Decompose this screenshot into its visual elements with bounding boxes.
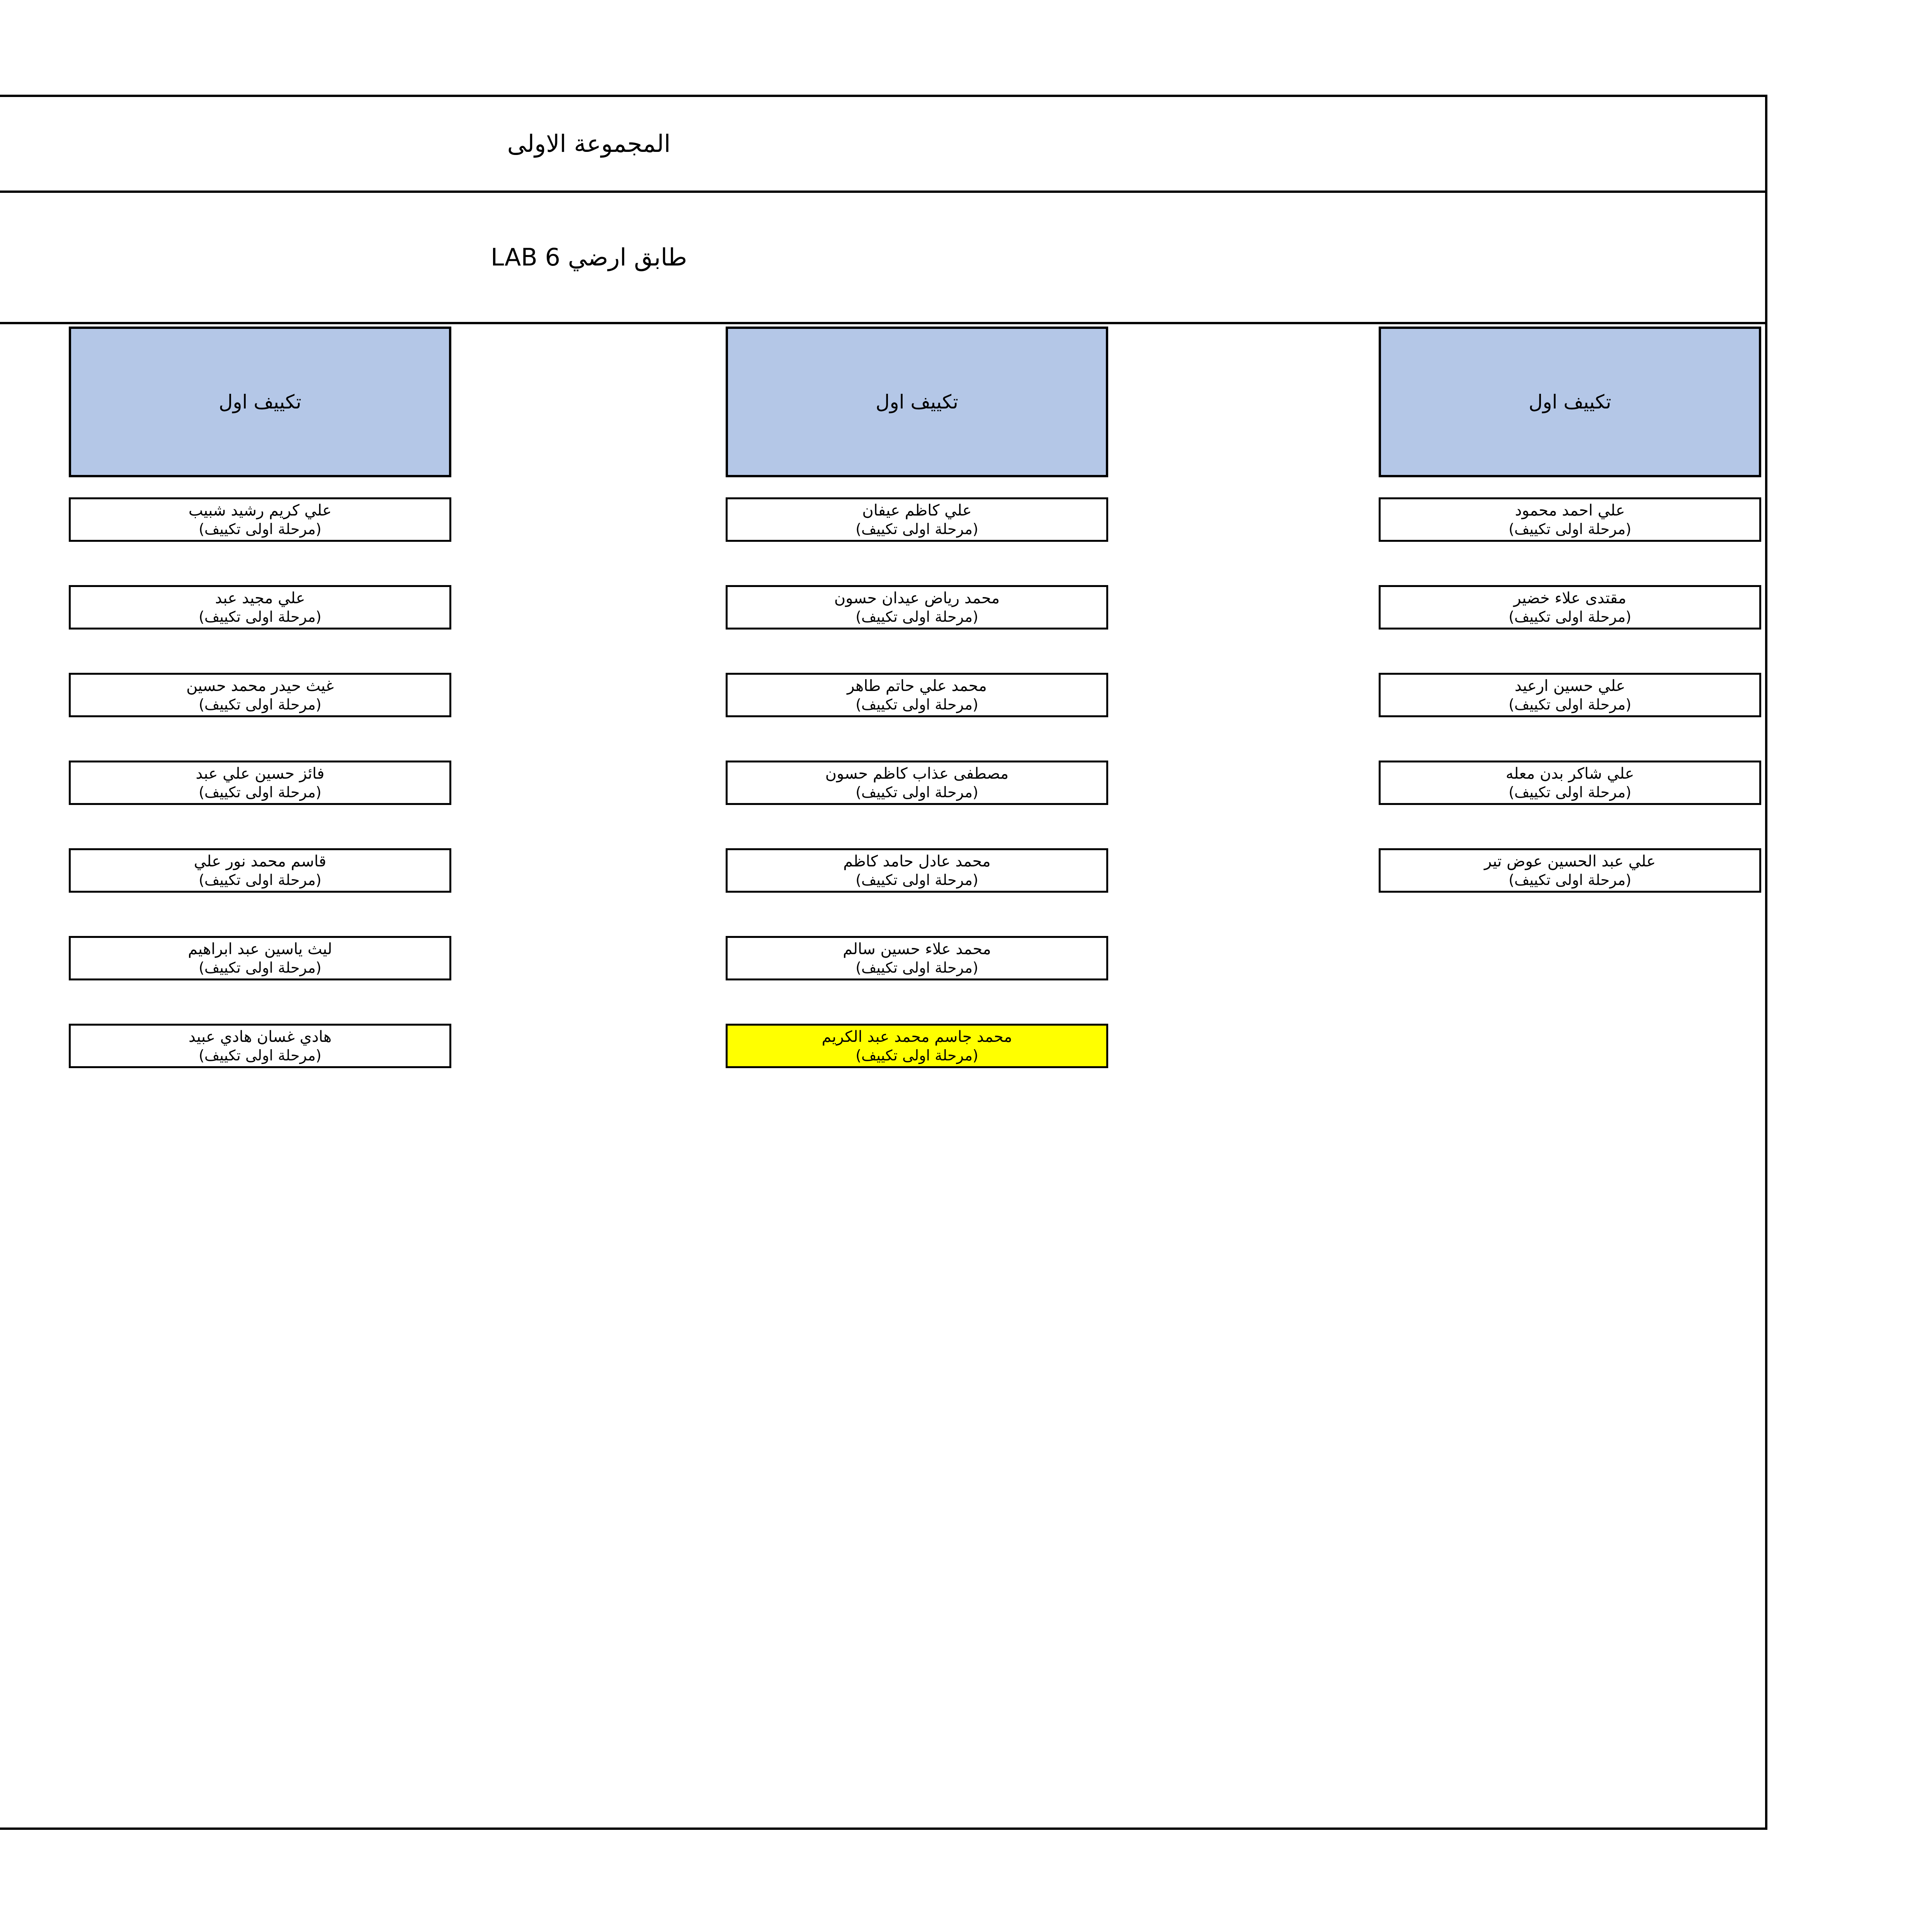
- student-name: محمد علاء حسين سالم: [843, 940, 991, 958]
- student-stage: (مرحلة اولى تكييف): [855, 783, 978, 801]
- student-name: غيث حيدر محمد حسين: [186, 677, 334, 695]
- student-slot: علي مجيد عبد(مرحلة اولى تكييف): [69, 585, 451, 673]
- column-header-gap: [726, 477, 1108, 497]
- student-card[interactable]: مقتدى علاء خضير(مرحلة اولى تكييف): [1379, 585, 1761, 630]
- ac-column-header-label: تكييف اول: [876, 390, 958, 413]
- student-card[interactable]: علي كريم رشيد شبيب(مرحلة اولى تكييف): [69, 497, 451, 542]
- student-name: قاسم محمد نور علي: [194, 852, 327, 870]
- student-name: محمد عادل حامد كاظم: [843, 852, 991, 870]
- student-name: محمد علي حاتم طاهر: [847, 677, 987, 695]
- page-subtitle: طابق ارضي LAB 6: [490, 243, 687, 271]
- student-slot: فائز حسين علي عبد(مرحلة اولى تكييف): [69, 761, 451, 848]
- column-header-gap: [1379, 477, 1761, 497]
- student-card[interactable]: محمد رياض عيدان حسون(مرحلة اولى تكييف): [726, 585, 1108, 630]
- student-slot: مقتدى علاء خضير(مرحلة اولى تكييف): [1379, 585, 1761, 673]
- student-card[interactable]: ليث ياسين عبد ابراهيم(مرحلة اولى تكييف): [69, 936, 451, 980]
- column-header-gap: [69, 477, 451, 497]
- student-stage: (مرحلة اولى تكييف): [199, 871, 321, 888]
- student-card[interactable]: علي عبد الحسين عوض تير(مرحلة اولى تكييف): [1379, 848, 1761, 893]
- student-stage: (مرحلة اولى تكييف): [1509, 783, 1631, 801]
- student-stage: (مرحلة اولى تكييف): [855, 959, 978, 976]
- student-name: علي شاكر بدن معله: [1505, 764, 1634, 783]
- student-stage: (مرحلة اولى تكييف): [199, 783, 321, 801]
- student-card[interactable]: علي شاكر بدن معله(مرحلة اولى تكييف): [1379, 761, 1761, 805]
- student-stage: (مرحلة اولى تكييف): [1509, 520, 1631, 538]
- student-stage: (مرحلة اولى تكييف): [855, 871, 978, 888]
- student-stage: (مرحلة اولى تكييف): [855, 520, 978, 538]
- student-card-highlighted[interactable]: محمد جاسم محمد عبد الكريم(مرحلة اولى تكي…: [726, 1024, 1108, 1068]
- student-slot: قاسم محمد نور علي(مرحلة اولى تكييف): [69, 848, 451, 936]
- student-slot: محمد رياض عيدان حسون(مرحلة اولى تكييف): [726, 585, 1108, 673]
- ac-column-header-label: تكييف اول: [219, 390, 301, 413]
- student-stage: (مرحلة اولى تكييف): [1509, 871, 1631, 888]
- student-stage: (مرحلة اولى تكييف): [199, 959, 321, 976]
- student-name: محمد رياض عيدان حسون: [834, 589, 1000, 607]
- ac-column-header[interactable]: تكييف اول: [726, 327, 1108, 477]
- student-name: علي عبد الحسين عوض تير: [1484, 852, 1656, 870]
- student-slot: ليث ياسين عبد ابراهيم(مرحلة اولى تكييف): [69, 936, 451, 1024]
- page-title: المجموعة الاولى: [507, 129, 671, 158]
- student-name: هادي غسان هادي عبيد: [188, 1028, 332, 1046]
- student-card[interactable]: علي كاظم عيفان(مرحلة اولى تكييف): [726, 497, 1108, 542]
- student-name: مصطفى عذاب كاظم حسون: [825, 764, 1009, 783]
- student-name: علي حسين ارعيد: [1514, 677, 1626, 695]
- student-slot: علي شاكر بدن معله(مرحلة اولى تكييف): [1379, 761, 1761, 848]
- ac-column-header[interactable]: تكييف اول: [1379, 327, 1761, 477]
- student-stage: (مرحلة اولى تكييف): [855, 608, 978, 625]
- floor-lab-row: طابق ارضي LAB 6: [0, 193, 1765, 324]
- student-card[interactable]: غيث حيدر محمد حسين(مرحلة اولى تكييف): [69, 673, 451, 717]
- group-title-row: المجموعة الاولى: [0, 97, 1765, 193]
- student-card[interactable]: علي مجيد عبد(مرحلة اولى تكييف): [69, 585, 451, 630]
- student-name: ليث ياسين عبد ابراهيم: [188, 940, 332, 958]
- student-slot: علي كاظم عيفان(مرحلة اولى تكييف): [726, 497, 1108, 585]
- student-name: مقتدى علاء خضير: [1514, 589, 1626, 607]
- student-card[interactable]: محمد عادل حامد كاظم(مرحلة اولى تكييف): [726, 848, 1108, 893]
- student-slot: محمد علي حاتم طاهر(مرحلة اولى تكييف): [726, 673, 1108, 761]
- student-card[interactable]: محمد علي حاتم طاهر(مرحلة اولى تكييف): [726, 673, 1108, 717]
- student-stage: (مرحلة اولى تكييف): [199, 520, 321, 538]
- student-stage: (مرحلة اولى تكييف): [1509, 608, 1631, 625]
- student-name: علي مجيد عبد: [215, 589, 305, 607]
- student-card[interactable]: فائز حسين علي عبد(مرحلة اولى تكييف): [69, 761, 451, 805]
- ac-column-header-label: تكييف اول: [1529, 390, 1611, 413]
- student-slot: علي كريم رشيد شبيب(مرحلة اولى تكييف): [69, 497, 451, 585]
- schedule-table: المجموعة الاولى طابق ارضي LAB 6 تكييف او…: [0, 95, 1767, 1830]
- student-card[interactable]: علي حسين ارعيد(مرحلة اولى تكييف): [1379, 673, 1761, 717]
- student-slot: مصطفى عذاب كاظم حسون(مرحلة اولى تكييف): [726, 761, 1108, 848]
- student-slot: محمد جاسم محمد عبد الكريم(مرحلة اولى تكي…: [726, 1024, 1108, 1111]
- ac-column-header[interactable]: تكييف اول: [69, 327, 451, 477]
- student-stage: (مرحلة اولى تكييف): [855, 1046, 978, 1064]
- student-name: محمد جاسم محمد عبد الكريم: [821, 1028, 1012, 1046]
- student-card[interactable]: قاسم محمد نور علي(مرحلة اولى تكييف): [69, 848, 451, 893]
- student-slot: غيث حيدر محمد حسين(مرحلة اولى تكييف): [69, 673, 451, 761]
- student-name: علي كاظم عيفان: [862, 501, 972, 519]
- student-card[interactable]: هادي غسان هادي عبيد(مرحلة اولى تكييف): [69, 1024, 451, 1068]
- student-stage: (مرحلة اولى تكييف): [199, 1046, 321, 1064]
- student-name: فائز حسين علي عبد: [196, 764, 325, 783]
- student-slot: محمد عادل حامد كاظم(مرحلة اولى تكييف): [726, 848, 1108, 936]
- student-slot: علي حسين ارعيد(مرحلة اولى تكييف): [1379, 673, 1761, 761]
- student-slot: علي احمد محمود(مرحلة اولى تكييف): [1379, 497, 1761, 585]
- student-slot: علي عبد الحسين عوض تير(مرحلة اولى تكييف): [1379, 848, 1761, 936]
- student-name: علي احمد محمود: [1515, 501, 1625, 519]
- student-slot: محمد علاء حسين سالم(مرحلة اولى تكييف): [726, 936, 1108, 1024]
- student-stage: (مرحلة اولى تكييف): [199, 696, 321, 713]
- student-card[interactable]: علي احمد محمود(مرحلة اولى تكييف): [1379, 497, 1761, 542]
- student-stage: (مرحلة اولى تكييف): [1509, 696, 1631, 713]
- student-card[interactable]: مصطفى عذاب كاظم حسون(مرحلة اولى تكييف): [726, 761, 1108, 805]
- student-card[interactable]: محمد علاء حسين سالم(مرحلة اولى تكييف): [726, 936, 1108, 980]
- student-stage: (مرحلة اولى تكييف): [855, 696, 978, 713]
- student-stage: (مرحلة اولى تكييف): [199, 608, 321, 625]
- student-slot: هادي غسان هادي عبيد(مرحلة اولى تكييف): [69, 1024, 451, 1111]
- student-name: علي كريم رشيد شبيب: [188, 501, 332, 519]
